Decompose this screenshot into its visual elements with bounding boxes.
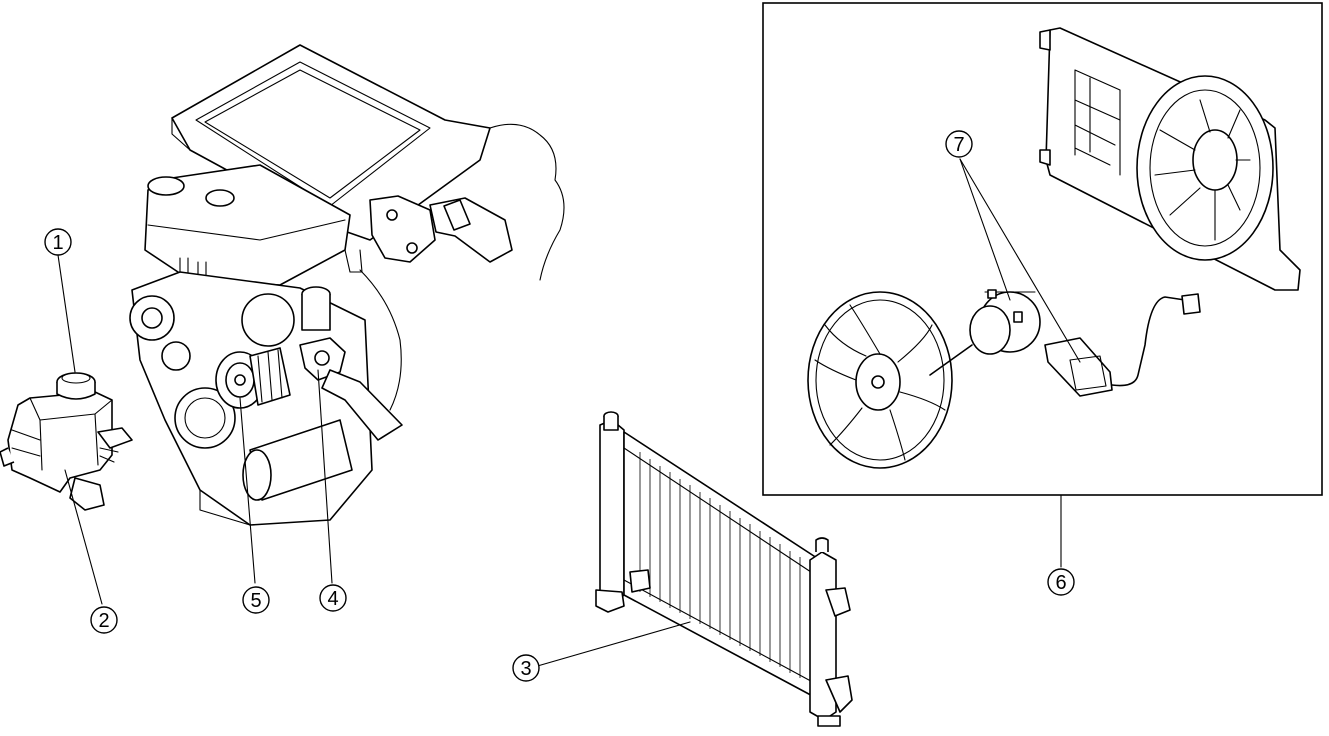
svg-text:2: 2 (98, 610, 109, 632)
leader-lines (57, 158, 1081, 668)
engine-assembly (129, 44, 565, 526)
callout-5: 5 (242, 586, 270, 614)
svg-text:3: 3 (520, 658, 531, 680)
svg-text:4: 4 (327, 588, 338, 610)
water-outlet (344, 195, 513, 273)
callout-2: 2 (90, 606, 118, 634)
thermostat (299, 286, 346, 381)
cooling-fan-detail-frame (762, 2, 1323, 496)
callout-4: 4 (319, 584, 347, 612)
fan-shroud (1039, 27, 1301, 291)
fan-blade (807, 291, 973, 469)
water-pump (215, 347, 291, 409)
svg-text:6: 6 (1055, 572, 1066, 594)
callout-3: 3 (512, 654, 540, 682)
svg-text:1: 1 (52, 232, 63, 254)
radiator (595, 411, 853, 727)
fan-motor (969, 289, 1041, 355)
callout-7: 7 (945, 130, 973, 158)
callout-6: 6 (1047, 568, 1075, 596)
svg-text:5: 5 (250, 590, 261, 612)
fan-resistor-and-connector (1044, 293, 1201, 397)
coolant-reservoir (0, 372, 133, 511)
callout-1: 1 (44, 228, 72, 256)
svg-text:7: 7 (953, 134, 964, 156)
